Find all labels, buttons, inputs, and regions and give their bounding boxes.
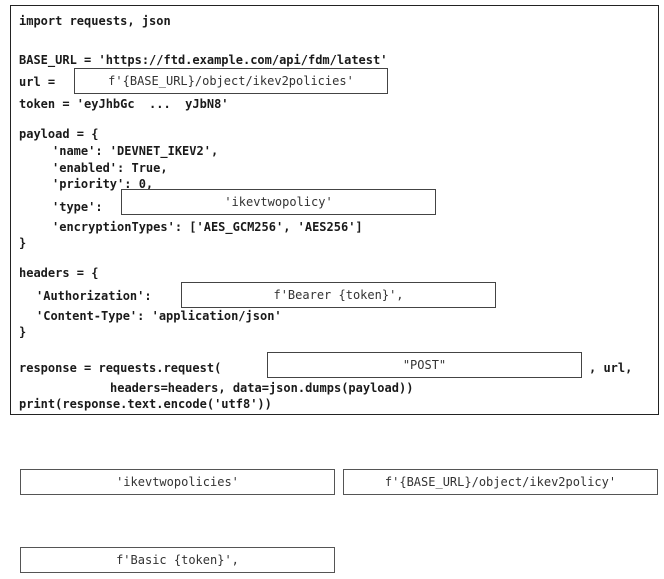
choice-basic-token[interactable]: f'Basic {token}', [20, 547, 335, 573]
code-line-response-suffix: , url, [589, 361, 633, 375]
code-line-authorization-prefix: 'Authorization': [36, 289, 152, 303]
code-line-encryption: 'encryptionTypes': ['AES_GCM256', 'AES25… [52, 220, 363, 234]
code-line-response-prefix: response = requests.request( [19, 361, 222, 375]
code-line-content-type: 'Content-Type': 'application/json' [36, 309, 282, 323]
url-drop-slot[interactable]: f'{BASE_URL}/object/ikev2policies' [74, 68, 388, 94]
type-drop-slot[interactable]: 'ikevtwopolicy' [121, 189, 436, 215]
authorization-drop-slot[interactable]: f'Bearer {token}', [181, 282, 496, 308]
code-line-enabled: 'enabled': True, [52, 161, 168, 175]
method-drop-slot[interactable]: "POST" [267, 352, 582, 378]
code-line-headers-close: } [19, 325, 27, 339]
code-line-import: import requests, json [19, 14, 171, 28]
choice-ikev2policy-url[interactable]: f'{BASE_URL}/object/ikev2policy' [343, 469, 658, 495]
code-line-payload-close: } [19, 236, 27, 250]
code-line-response-cont: headers=headers, data=json.dumps(payload… [110, 381, 414, 395]
code-line-type-prefix: 'type': [52, 200, 103, 214]
code-line-base-url: BASE_URL = 'https://ftd.example.com/api/… [19, 53, 388, 67]
code-panel: import requests, json BASE_URL = 'https:… [10, 5, 659, 415]
code-line-token: token = 'eyJhbGc ... yJbN8' [19, 97, 229, 111]
code-line-print: print(response.text.encode('utf8')) [19, 397, 272, 411]
code-line-url-prefix: url = [19, 75, 56, 89]
code-line-priority: 'priority': 0, [52, 177, 154, 191]
code-line-headers-open: headers = { [19, 266, 99, 280]
choice-ikevtwopolicies[interactable]: 'ikevtwopolicies' [20, 469, 335, 495]
code-line-name: 'name': 'DEVNET_IKEV2', [52, 144, 219, 158]
code-line-payload-open: payload = { [19, 127, 99, 141]
